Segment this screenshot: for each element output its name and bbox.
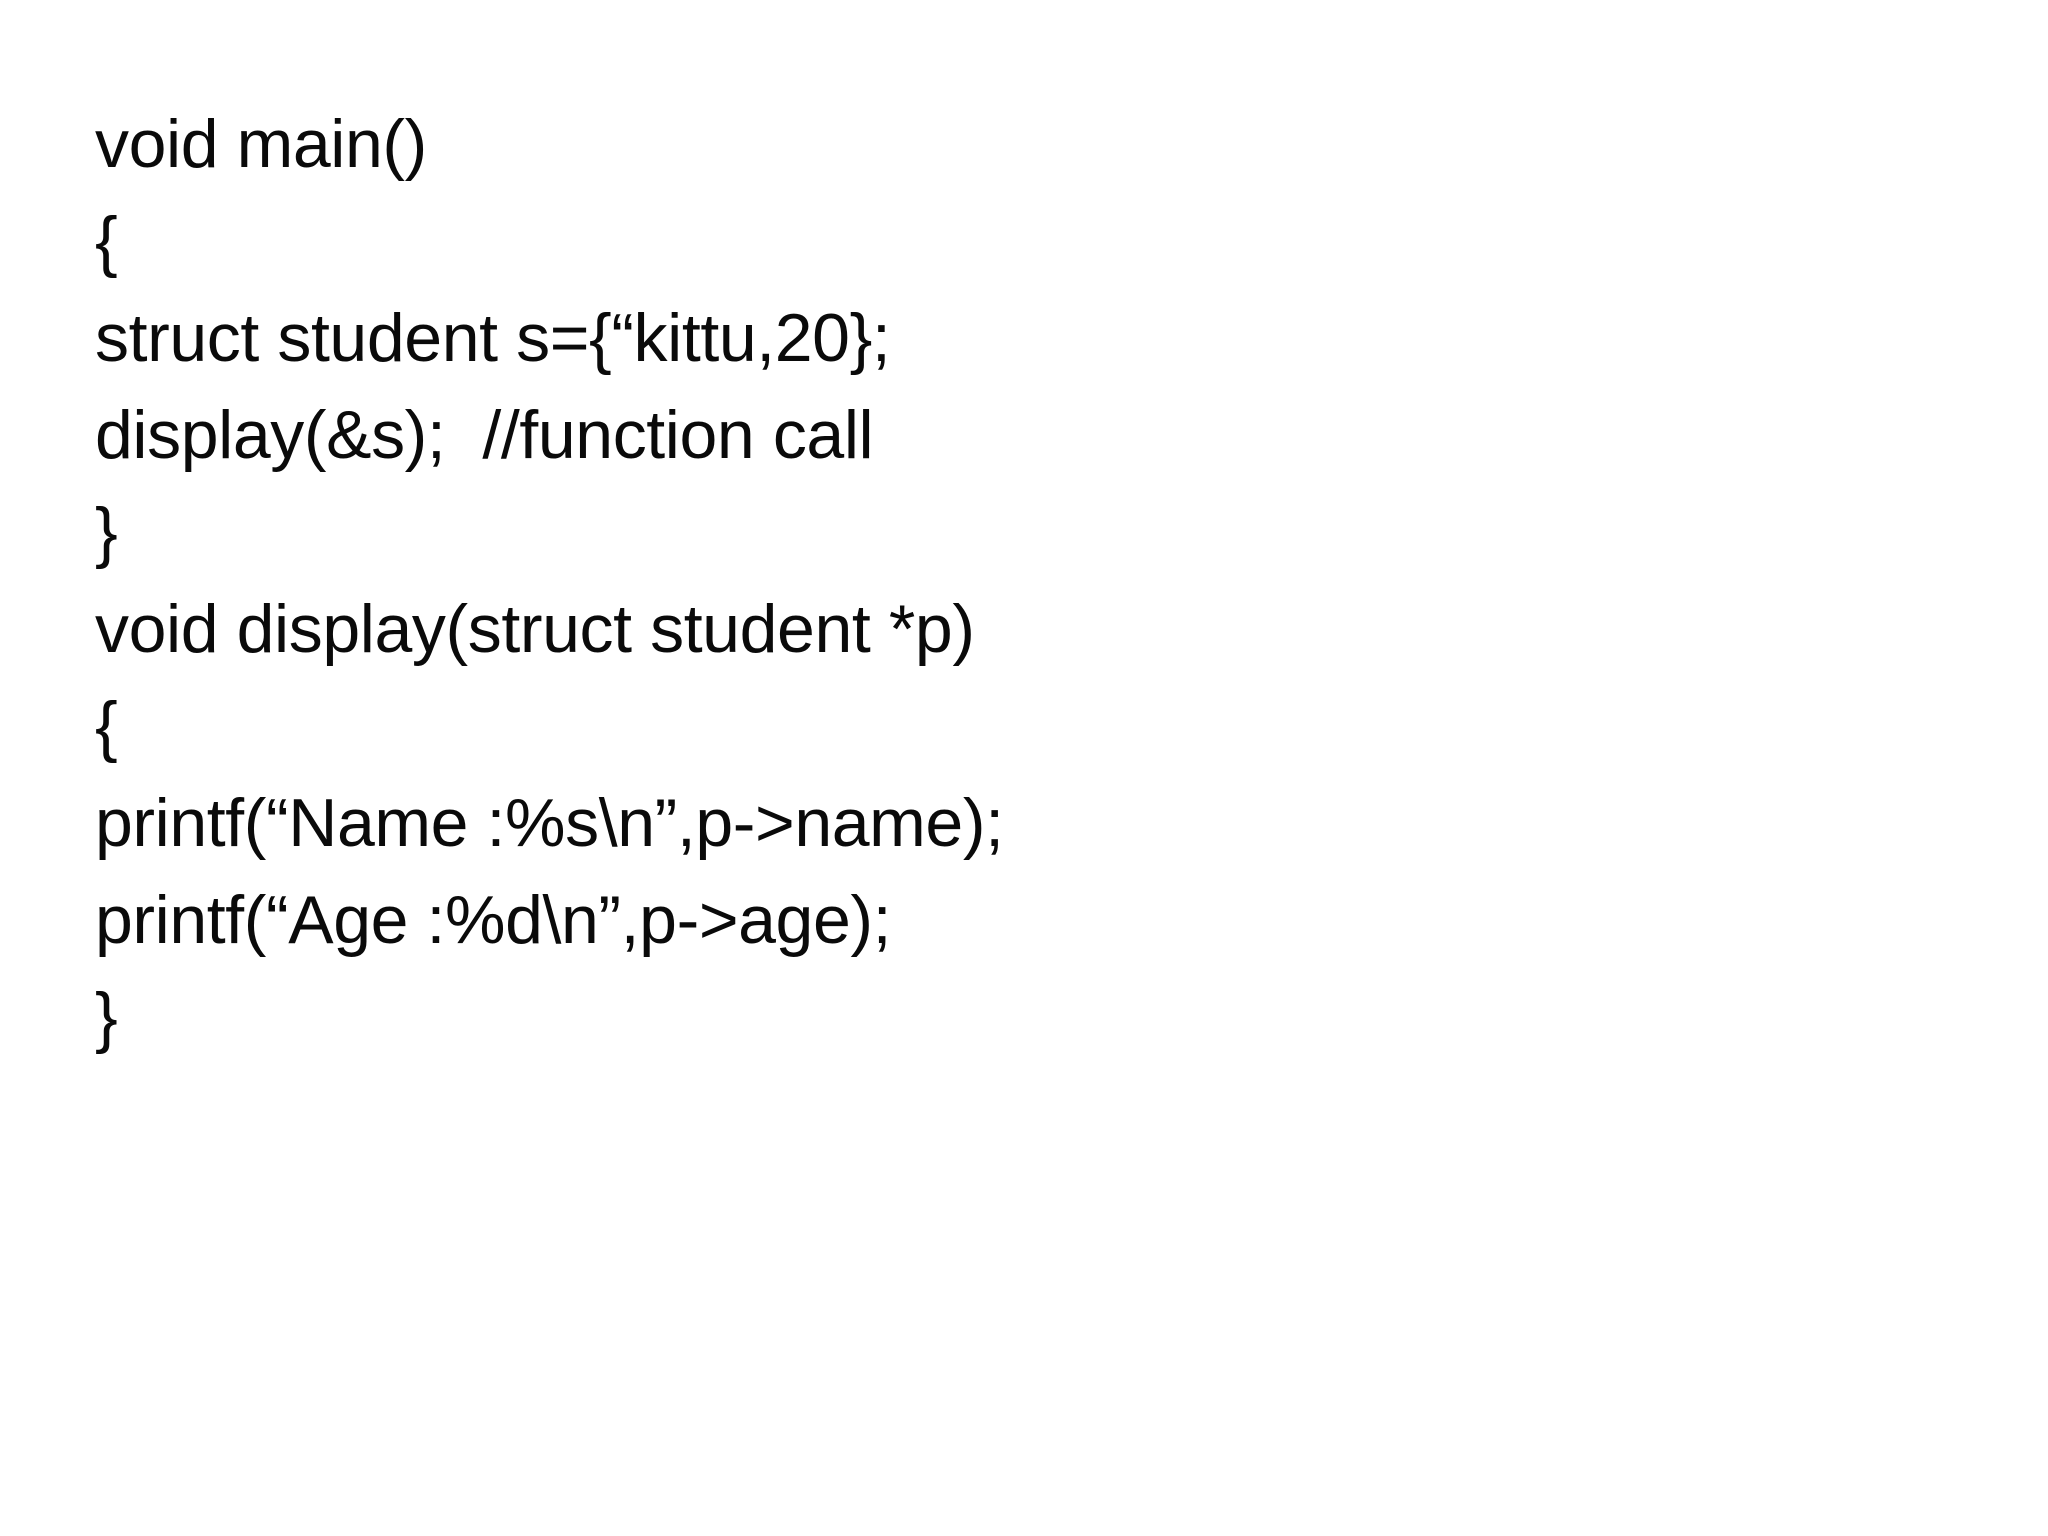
code-line-2: { (95, 203, 118, 279)
code-line-1: void main() (95, 106, 427, 182)
code-listing: void main() { struct student s={“kittu,2… (95, 96, 1955, 1066)
code-line-9: printf(“Age :%d\n”,p->age); (95, 882, 892, 958)
code-line-3: struct student s={“kittu,20}; (95, 300, 891, 376)
code-line-10: } (95, 979, 118, 1055)
code-line-5: } (95, 494, 118, 570)
code-line-8: printf(“Name :%s\n”,p->name); (95, 785, 1004, 861)
code-line-7: { (95, 688, 118, 764)
code-line-4: display(&s); //function call (95, 397, 874, 473)
code-line-6: void display(struct student *p) (95, 591, 975, 667)
